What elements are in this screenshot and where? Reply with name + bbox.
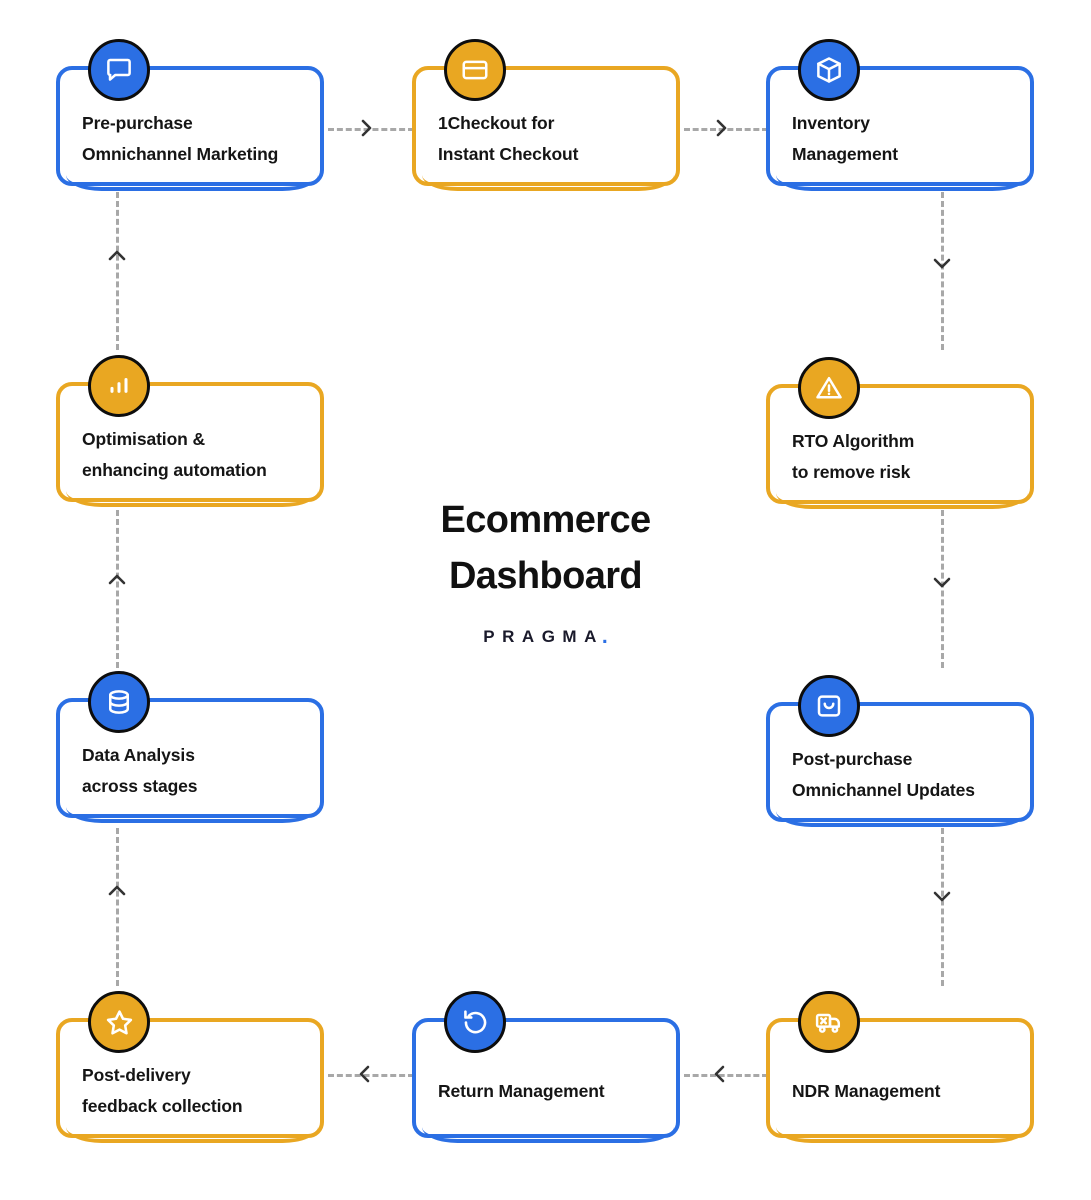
node-label-line1: Post-delivery xyxy=(82,1065,191,1085)
connector-optimisation-to-pre-purchase xyxy=(116,192,119,350)
node-label-line2: Management xyxy=(792,144,898,164)
card-underline xyxy=(66,1127,318,1143)
node-ndr-management[interactable]: NDR Management xyxy=(766,991,1034,1143)
database-icon xyxy=(88,671,150,733)
node-label: Pre-purchase Omnichannel Marketing xyxy=(82,108,306,170)
box-package-icon xyxy=(798,39,860,101)
node-label: Post-purchase Omnichannel Updates xyxy=(792,744,1016,806)
node-label-line2: enhancing automation xyxy=(82,460,267,480)
card-underline xyxy=(66,807,318,823)
node-optimisation-enhancing-automation[interactable]: Optimisation & enhancing automation xyxy=(56,355,324,507)
node-label: Data Analysis across stages xyxy=(82,740,306,802)
card-underline xyxy=(66,491,318,507)
chevron-down-icon xyxy=(931,886,953,908)
node-rto-algorithm-to-remove-risk[interactable]: RTO Algorithm to remove risk xyxy=(766,357,1034,509)
page-title-line1: Ecommerce xyxy=(440,499,651,541)
node-1checkout-for-instant-checkout[interactable]: 1Checkout for Instant Checkout xyxy=(412,39,680,191)
node-label-line1: Data Analysis xyxy=(82,745,195,765)
chevron-left-icon xyxy=(708,1063,730,1085)
card-underline xyxy=(66,175,318,191)
connector-rto-to-post-purchase xyxy=(941,510,944,668)
page-title-line2: Dashboard xyxy=(448,555,643,597)
node-post-delivery-feedback-collection[interactable]: Post-delivery feedback collection xyxy=(56,991,324,1143)
connector-pre-purchase-to-1checkout xyxy=(328,128,414,131)
star-icon xyxy=(88,991,150,1053)
return-arrow-icon xyxy=(444,991,506,1053)
node-label-line1: RTO Algorithm xyxy=(792,431,915,451)
node-label-line2: across stages xyxy=(82,776,198,796)
connector-post-purchase-to-ndr xyxy=(941,828,944,986)
center-title-block: Ecommerce Dashboard PRAGMA. xyxy=(336,492,756,647)
credit-card-icon xyxy=(444,39,506,101)
truck-failed-delivery-icon xyxy=(798,991,860,1053)
card-underline xyxy=(776,811,1028,827)
node-label: 1Checkout for Instant Checkout xyxy=(438,108,662,170)
node-pre-purchase-omnichannel-marketing[interactable]: Pre-purchase Omnichannel Marketing xyxy=(56,39,324,191)
chevron-down-icon xyxy=(931,253,953,275)
connector-return-to-post-delivery xyxy=(328,1074,414,1077)
node-inventory-management[interactable]: Inventory Management xyxy=(766,39,1034,191)
node-label: NDR Management xyxy=(792,1076,1016,1107)
chevron-down-icon xyxy=(931,572,953,594)
bar-chart-icon xyxy=(88,355,150,417)
node-label-line1: Inventory xyxy=(792,113,870,133)
chevron-up-icon xyxy=(106,568,128,590)
node-label-line1: NDR Management xyxy=(792,1081,941,1101)
chevron-left-icon xyxy=(353,1063,375,1085)
node-label: Optimisation & enhancing automation xyxy=(82,424,306,486)
node-label-line1: Post-purchase xyxy=(792,749,913,769)
chevron-right-icon xyxy=(356,117,378,139)
node-post-purchase-omnichannel-updates[interactable]: Post-purchase Omnichannel Updates xyxy=(766,675,1034,827)
node-return-management[interactable]: Return Management xyxy=(412,991,680,1143)
card-underline xyxy=(776,175,1028,191)
connector-ndr-to-return xyxy=(684,1074,768,1077)
card-underline xyxy=(422,1127,674,1143)
node-label: Return Management xyxy=(438,1076,662,1107)
brand-name: PRAGMA xyxy=(483,626,604,646)
node-label-line2: Instant Checkout xyxy=(438,144,579,164)
node-label: RTO Algorithm to remove risk xyxy=(792,426,1016,488)
node-label-line1: 1Checkout for xyxy=(438,113,555,133)
node-label-line2: Omnichannel Marketing xyxy=(82,144,279,164)
warning-triangle-icon xyxy=(798,357,860,419)
pragma-wordmark: PRAGMA. xyxy=(336,626,756,647)
chat-bubble-icon xyxy=(88,39,150,101)
card-underline xyxy=(776,493,1028,509)
connector-1checkout-to-inventory xyxy=(684,128,768,131)
node-label-line1: Return Management xyxy=(438,1081,605,1101)
node-label: Inventory Management xyxy=(792,108,1016,170)
node-label-line1: Pre-purchase xyxy=(82,113,193,133)
node-label-line2: Omnichannel Updates xyxy=(792,780,975,800)
connector-post-delivery-to-data-analysis xyxy=(116,828,119,986)
brand-dot: . xyxy=(601,625,608,648)
node-label-line2: to remove risk xyxy=(792,462,911,482)
card-underline xyxy=(776,1127,1028,1143)
connector-inventory-to-rto xyxy=(941,192,944,350)
chevron-up-icon xyxy=(106,879,128,901)
connector-data-analysis-to-optimisation xyxy=(116,510,119,668)
node-data-analysis-across-stages[interactable]: Data Analysis across stages xyxy=(56,671,324,823)
page-title: Ecommerce Dashboard xyxy=(336,492,756,604)
chevron-right-icon xyxy=(711,117,733,139)
chevron-up-icon xyxy=(106,244,128,266)
node-label: Post-delivery feedback collection xyxy=(82,1060,306,1122)
node-label-line2: feedback collection xyxy=(82,1096,243,1116)
card-underline xyxy=(422,175,674,191)
node-label-line1: Optimisation & xyxy=(82,429,206,449)
shopping-bag-icon xyxy=(798,675,860,737)
